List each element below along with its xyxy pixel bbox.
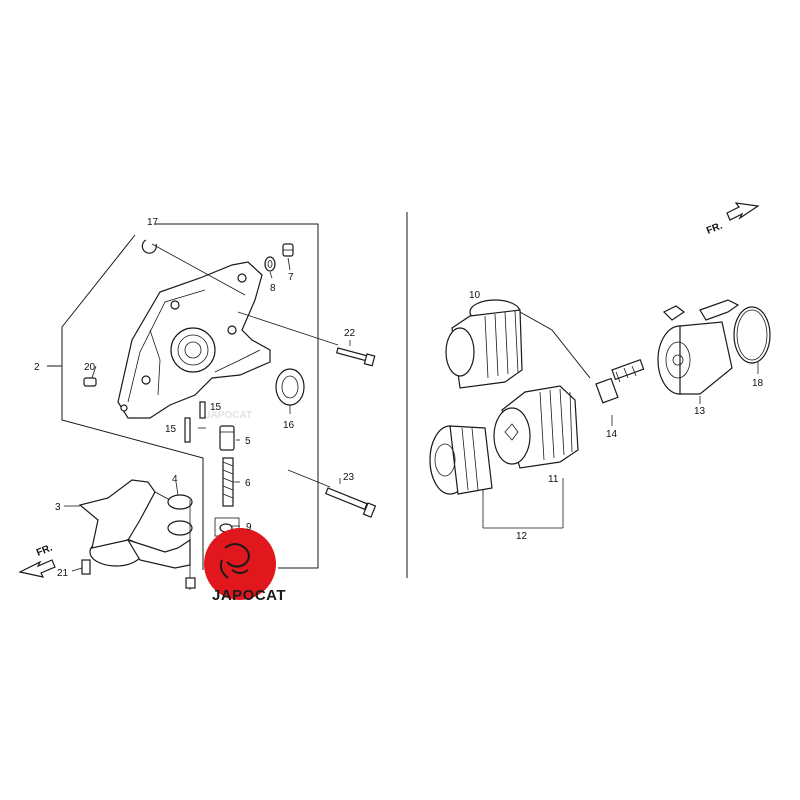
callout-3: 3 [55,502,61,513]
callout-15a: 15 [165,424,177,435]
drain-plug [282,243,294,257]
callout-8: 8 [270,283,276,294]
nut [185,577,196,589]
callout-15b: 15 [210,402,222,413]
watermark-text: JAPOCAT [205,410,252,421]
logo-text: JAPOCAT [212,587,286,604]
oil-pump-body [117,261,271,419]
oil-cooler [657,299,740,404]
callout-22: 22 [344,328,356,339]
callout-23: 23 [343,472,355,483]
callout-13: 13 [694,406,706,417]
callout-7: 7 [288,272,294,283]
stud-bolts [184,401,206,443]
filter-adapter [595,358,645,426]
callout-14: 14 [606,429,618,440]
dowel-pin [83,377,97,387]
left-group-frame [47,223,319,570]
sealing-washer [264,256,276,272]
callout-2: 2 [34,362,40,373]
bolt-21 [81,559,91,575]
oil-strainer [78,479,191,569]
direction-label-right: FR. [705,220,724,236]
direction-arrow-icon [726,202,760,221]
circlip [141,239,246,296]
callout-16: 16 [283,420,295,431]
callout-11: 11 [548,474,559,485]
oil-filter-11 [493,385,579,469]
oil-filter-10 [445,299,523,389]
oil-filter-housing [429,425,493,495]
oil-seal [275,368,305,406]
callout-10: 10 [469,290,481,301]
direction-arrow-icon [18,559,56,578]
bolt-22 [237,311,376,367]
callout-12: 12 [516,531,528,542]
relief-valve [219,425,235,451]
bolt-23 [287,469,377,518]
callout-6: 6 [245,478,251,489]
strainer-gaskets [167,494,193,590]
callout-4: 4 [172,474,178,485]
callout-20: 20 [84,362,96,373]
callout-21: 21 [57,568,69,579]
callout-17: 17 [147,217,159,228]
watermark: JAPOCAT [205,410,252,421]
callout-18: 18 [752,378,764,389]
leader-lines-left [64,257,351,572]
relief-spring [222,457,234,507]
callout-5: 5 [245,436,251,447]
callout-9: 9 [246,522,252,533]
o-ring [733,306,771,374]
direction-label-left: FR. [35,542,54,558]
callout-labels: 2 3 4 5 6 7 8 9 10 11 12 13 14 15 15 16 … [34,217,764,579]
japocat-logo-icon: JAPOCAT [204,528,286,604]
